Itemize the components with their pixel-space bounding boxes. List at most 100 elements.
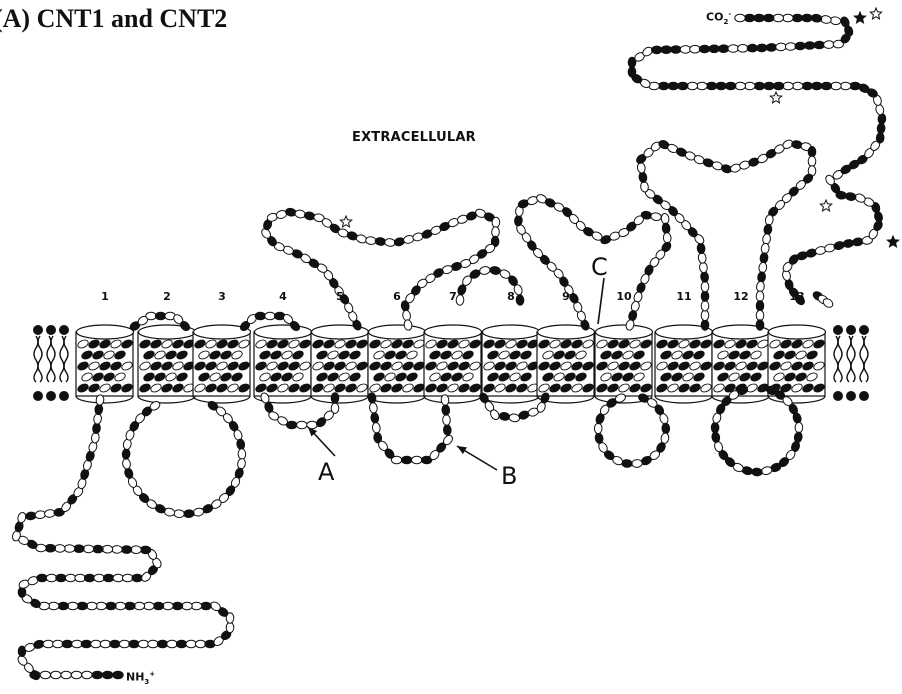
lipid-tail [38, 336, 42, 382]
residue-bead [678, 82, 688, 90]
residue-bead [37, 574, 47, 582]
residue-bead [441, 395, 449, 406]
residue-bead [662, 223, 671, 234]
residue-bead [45, 544, 56, 552]
site-label-b: B [501, 462, 517, 490]
residue-bead [43, 640, 53, 648]
helix-top [596, 325, 653, 339]
residue-bead [81, 640, 91, 648]
helix-top [425, 325, 482, 339]
residue-bead [369, 402, 378, 413]
residue-bead [659, 82, 669, 90]
residue-bead [172, 602, 182, 610]
residue-bead [728, 45, 739, 53]
tm-label-11: 11 [669, 290, 699, 303]
lipid-bilayer-left [33, 325, 69, 401]
residue-bead [802, 14, 812, 22]
tm-label-2: 2 [152, 290, 182, 303]
tm-label-12: 12 [726, 290, 756, 303]
residue-bead [122, 458, 131, 470]
c-terminus-sub: 2 [723, 18, 728, 26]
residue-bead [53, 640, 63, 648]
residue-bead [764, 82, 774, 90]
n-tail-bottom [30, 671, 123, 679]
intracellular-loop-4-5 [260, 392, 339, 429]
residue-bead [56, 574, 66, 582]
residue-bead [123, 574, 133, 582]
residue-bead [802, 82, 812, 90]
residue-bead [146, 312, 156, 320]
residue-bead [661, 213, 670, 224]
residue-bead [186, 640, 196, 648]
residue-bead [840, 82, 850, 90]
residue-bead [701, 320, 709, 330]
residue-bead [100, 640, 110, 648]
residue-bead [64, 545, 75, 553]
residue-bead [662, 423, 670, 434]
lipid-head-bottom [833, 391, 843, 401]
tm-helix-2 [138, 325, 196, 403]
residue-bead [783, 14, 793, 22]
residue-bead [94, 574, 104, 582]
helix-bottom [424, 396, 481, 403]
residue-bead [155, 312, 165, 320]
residue-bead [40, 671, 50, 679]
helix-top [769, 325, 826, 339]
residue-bead [46, 574, 56, 582]
residue-bead [62, 640, 72, 648]
residue-bead [61, 671, 71, 679]
residue-bead [113, 574, 123, 582]
transmembrane-helices [76, 325, 826, 403]
glycosylation-star [870, 8, 881, 19]
lipid-head-bottom [859, 391, 869, 401]
arrow-site-b [457, 446, 497, 470]
tm-helix-3 [193, 325, 251, 403]
residue-bead [795, 42, 806, 50]
residue-bead [735, 14, 745, 22]
residue-bead [91, 640, 101, 648]
helix-bottom [193, 396, 250, 403]
residue-bead [744, 14, 754, 22]
helix-bottom [138, 396, 195, 403]
residue-bead [370, 412, 379, 423]
residue-bead [773, 14, 783, 22]
residue-bead [163, 602, 173, 610]
residue-bead [237, 458, 246, 470]
residue-bead [650, 212, 661, 221]
residue-bead [640, 181, 649, 192]
residue-bead [764, 14, 774, 22]
residue-bead [167, 640, 177, 648]
site-label-a: A [318, 458, 334, 486]
residue-bead [93, 545, 104, 553]
residue-bead [701, 281, 709, 291]
residue-bead [226, 622, 234, 632]
residue-bead [35, 510, 46, 519]
residue-bead [760, 252, 769, 263]
residue-bead [793, 82, 803, 90]
residue-bead [735, 82, 745, 90]
residue-bead [687, 82, 697, 90]
residue-bead [785, 42, 796, 50]
residue-bead [238, 449, 246, 460]
residue-bead [758, 262, 767, 273]
residue-bead [792, 14, 802, 22]
residue-bead [718, 45, 729, 53]
residue-bead [699, 45, 710, 53]
residue-bead [701, 310, 709, 320]
lipid-tail [64, 336, 68, 382]
residue-bead [122, 449, 130, 460]
residue-bead [148, 640, 158, 648]
residue-bead [499, 412, 510, 421]
residue-bead [697, 243, 706, 254]
residue-bead [443, 425, 451, 436]
residue-bead [375, 237, 386, 246]
residue-bead [442, 405, 450, 416]
residue-bead [680, 46, 691, 54]
residue-bead [442, 415, 450, 426]
residue-bead [509, 413, 520, 422]
tm-helix-11 [655, 325, 713, 403]
residue-bead [182, 602, 192, 610]
residue-bead [594, 423, 602, 434]
residue-bead [193, 507, 205, 516]
